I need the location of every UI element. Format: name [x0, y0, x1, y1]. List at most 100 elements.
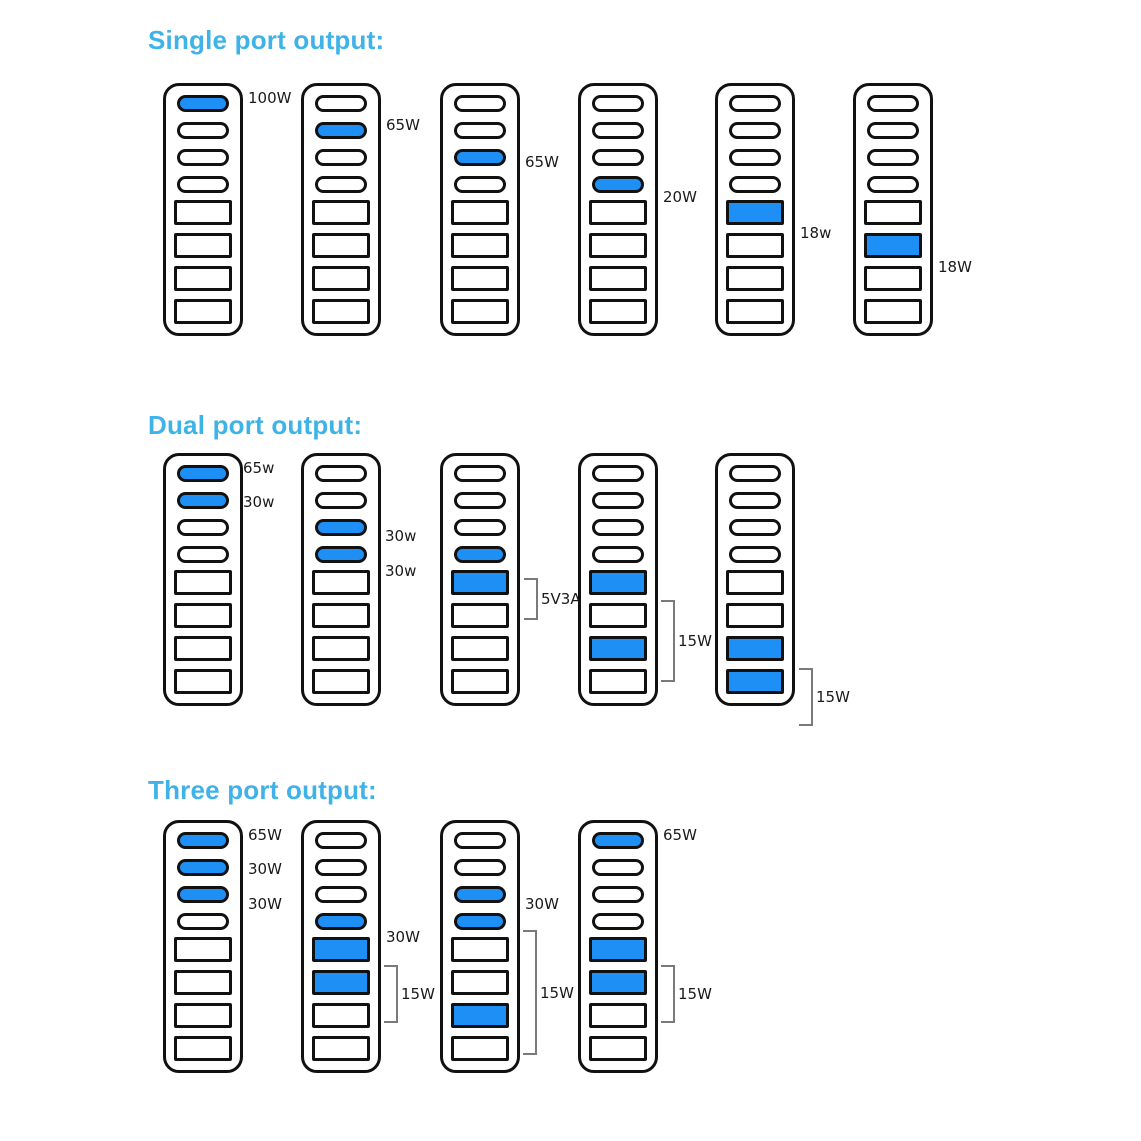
usb-c-port-1[interactable]: [315, 465, 367, 482]
usb-c-port-1[interactable]: [592, 95, 644, 112]
usb-c-port-3[interactable]: [315, 886, 367, 903]
usb-c-port-1[interactable]: [729, 95, 781, 112]
usb-a-port-6[interactable]: [451, 970, 509, 995]
three-device-2[interactable]: [301, 820, 381, 1073]
usb-a-port-7[interactable]: [451, 1003, 509, 1028]
single-device-5[interactable]: [715, 83, 795, 336]
usb-a-port-7[interactable]: [726, 636, 784, 661]
usb-a-port-5[interactable]: [312, 937, 370, 962]
usb-c-port-4[interactable]: [729, 176, 781, 193]
usb-c-port-3[interactable]: [729, 519, 781, 536]
dual-device-4[interactable]: [578, 453, 658, 706]
usb-a-port-7[interactable]: [312, 1003, 370, 1028]
usb-a-port-5[interactable]: [726, 200, 784, 225]
usb-c-port-2[interactable]: [454, 122, 506, 139]
usb-a-port-6[interactable]: [174, 603, 232, 628]
usb-a-port-8[interactable]: [451, 1036, 509, 1061]
usb-c-port-3[interactable]: [454, 886, 506, 903]
usb-c-port-2[interactable]: [177, 859, 229, 876]
usb-c-port-2[interactable]: [592, 859, 644, 876]
usb-c-port-3[interactable]: [592, 519, 644, 536]
usb-c-port-4[interactable]: [177, 546, 229, 563]
usb-a-port-7[interactable]: [589, 1003, 647, 1028]
usb-c-port-4[interactable]: [592, 913, 644, 930]
usb-a-port-6[interactable]: [726, 233, 784, 258]
usb-a-port-6[interactable]: [451, 603, 509, 628]
usb-c-port-4[interactable]: [315, 546, 367, 563]
usb-c-port-3[interactable]: [592, 886, 644, 903]
usb-c-port-4[interactable]: [454, 176, 506, 193]
usb-c-port-3[interactable]: [177, 886, 229, 903]
usb-c-port-2[interactable]: [315, 122, 367, 139]
usb-a-port-8[interactable]: [589, 669, 647, 694]
usb-a-port-7[interactable]: [451, 266, 509, 291]
usb-a-port-6[interactable]: [174, 233, 232, 258]
single-device-2[interactable]: [301, 83, 381, 336]
usb-a-port-6[interactable]: [174, 970, 232, 995]
usb-a-port-7[interactable]: [589, 636, 647, 661]
usb-c-port-4[interactable]: [867, 176, 919, 193]
usb-c-port-1[interactable]: [177, 465, 229, 482]
usb-a-port-5[interactable]: [174, 937, 232, 962]
usb-c-port-2[interactable]: [177, 122, 229, 139]
usb-a-port-6[interactable]: [589, 603, 647, 628]
single-device-3[interactable]: [440, 83, 520, 336]
usb-a-port-7[interactable]: [312, 266, 370, 291]
dual-device-1[interactable]: [163, 453, 243, 706]
usb-c-port-1[interactable]: [454, 95, 506, 112]
usb-a-port-8[interactable]: [451, 299, 509, 324]
single-device-4[interactable]: [578, 83, 658, 336]
usb-c-port-3[interactable]: [315, 519, 367, 536]
usb-a-port-7[interactable]: [726, 266, 784, 291]
usb-a-port-8[interactable]: [312, 299, 370, 324]
usb-a-port-7[interactable]: [174, 636, 232, 661]
usb-c-port-1[interactable]: [177, 95, 229, 112]
usb-c-port-1[interactable]: [454, 465, 506, 482]
usb-c-port-2[interactable]: [315, 859, 367, 876]
usb-c-port-2[interactable]: [729, 122, 781, 139]
usb-a-port-5[interactable]: [451, 200, 509, 225]
usb-c-port-1[interactable]: [454, 832, 506, 849]
usb-c-port-2[interactable]: [592, 122, 644, 139]
usb-c-port-2[interactable]: [867, 122, 919, 139]
three-device-4[interactable]: [578, 820, 658, 1073]
usb-a-port-5[interactable]: [589, 937, 647, 962]
usb-a-port-7[interactable]: [451, 636, 509, 661]
usb-c-port-2[interactable]: [729, 492, 781, 509]
usb-c-port-1[interactable]: [729, 465, 781, 482]
usb-a-port-8[interactable]: [589, 1036, 647, 1061]
usb-a-port-5[interactable]: [864, 200, 922, 225]
usb-c-port-3[interactable]: [867, 149, 919, 166]
usb-a-port-6[interactable]: [312, 970, 370, 995]
usb-c-port-4[interactable]: [592, 176, 644, 193]
usb-a-port-7[interactable]: [174, 1003, 232, 1028]
usb-c-port-4[interactable]: [177, 176, 229, 193]
usb-a-port-8[interactable]: [451, 669, 509, 694]
usb-c-port-4[interactable]: [592, 546, 644, 563]
usb-a-port-5[interactable]: [174, 570, 232, 595]
usb-a-port-5[interactable]: [312, 200, 370, 225]
usb-c-port-2[interactable]: [454, 859, 506, 876]
dual-device-5[interactable]: [715, 453, 795, 706]
usb-a-port-8[interactable]: [864, 299, 922, 324]
usb-c-port-2[interactable]: [454, 492, 506, 509]
usb-a-port-8[interactable]: [726, 299, 784, 324]
usb-c-port-1[interactable]: [315, 95, 367, 112]
usb-a-port-7[interactable]: [174, 266, 232, 291]
usb-a-port-5[interactable]: [312, 570, 370, 595]
usb-c-port-1[interactable]: [315, 832, 367, 849]
usb-c-port-4[interactable]: [454, 546, 506, 563]
usb-a-port-7[interactable]: [312, 636, 370, 661]
usb-c-port-2[interactable]: [177, 492, 229, 509]
usb-c-port-1[interactable]: [592, 832, 644, 849]
single-device-1[interactable]: [163, 83, 243, 336]
usb-a-port-8[interactable]: [589, 299, 647, 324]
three-device-1[interactable]: [163, 820, 243, 1073]
usb-a-port-8[interactable]: [312, 669, 370, 694]
usb-c-port-3[interactable]: [592, 149, 644, 166]
dual-device-2[interactable]: [301, 453, 381, 706]
usb-c-port-4[interactable]: [177, 913, 229, 930]
usb-c-port-3[interactable]: [729, 149, 781, 166]
usb-c-port-1[interactable]: [592, 465, 644, 482]
usb-c-port-2[interactable]: [315, 492, 367, 509]
